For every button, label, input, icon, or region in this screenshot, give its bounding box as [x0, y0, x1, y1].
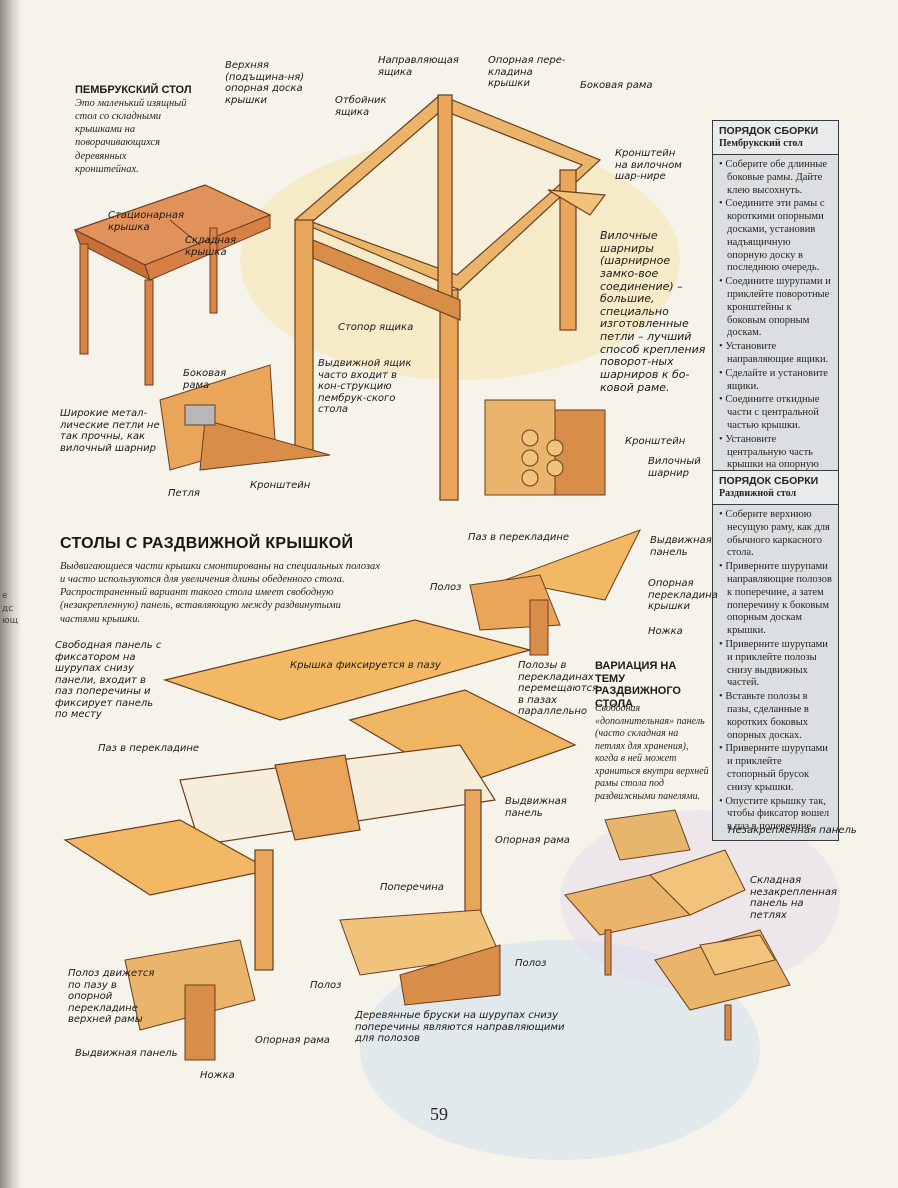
label-drawer-note: Выдвижной ящик часто входит в кон-струкц… — [318, 358, 412, 415]
label-wood-blocks: Деревянные бруски на шурупах снизу попер… — [355, 1010, 565, 1044]
label-slider: Полоз — [430, 582, 462, 593]
label-crossbar: Опорная пере-кладина крышки — [488, 55, 566, 89]
pembroke-frame-drawing — [293, 94, 607, 501]
label-top-board: Верхняя (подъщина-ня) опорная доска крыш… — [225, 60, 305, 106]
list-item: Приверните шурупами и приклейте полозы с… — [719, 639, 832, 690]
extending-table-drawing — [63, 619, 577, 971]
list-item: Опустите крышку так, чтобы фиксатор воше… — [719, 796, 832, 834]
label-free-panel: Свободная панель с фиксатором на шурупах… — [55, 640, 162, 720]
knuckle-joint-drawing — [484, 399, 606, 496]
label-support-rail: Опорная перекладина крышки — [648, 578, 718, 612]
label-drawer-guide: Направляющая ящика — [378, 55, 459, 78]
label-folding-top: Складная крышка — [185, 235, 237, 258]
label-groove-rail-2: Паз в перекладине — [98, 743, 200, 754]
page-number: 59 — [430, 1104, 448, 1124]
label-knuckle-bracket: Кронштейн на вилочном шар-нире — [615, 148, 682, 182]
label-side-frame-2: Боковая рама — [183, 368, 227, 391]
label-folding-panel: Складная незакрепленная панель на петлях — [750, 875, 837, 921]
assembly-box-pembroke-header: ПОРЯДОК СБОРКИ Пембрукский стол — [713, 121, 838, 155]
label-slider-2: Полоз — [310, 980, 342, 991]
label-knuckle: Вилочный шарнир — [648, 456, 701, 479]
pembroke-intro: Это маленький изящный стол со складными … — [75, 98, 187, 175]
list-item: Приверните шурупами направляющие полозов… — [719, 561, 832, 638]
assembly-box-pembroke: ПОРЯДОК СБОРКИ Пембрукский стол Соберите… — [712, 120, 839, 492]
variation-heading: ВАРИАЦИЯ НА ТЕМУ РАЗДВИЖНОГО СТОЛА — [595, 660, 681, 710]
label-top-fixed: Крышка фиксируется в пазу — [290, 660, 441, 671]
list-item: Соедините откидные части с центральной ч… — [719, 394, 832, 432]
list-item: Приверните шурупами и приклейте стопорны… — [719, 743, 832, 794]
label-slider-3: Полоз — [515, 958, 547, 969]
label-groove-rail: Паз в перекладине — [468, 532, 570, 543]
list-item: Соберите верхнюю несущую раму, как для о… — [719, 509, 832, 560]
hinge-detail-drawing — [159, 364, 331, 471]
list-item: Установите направляющие ящики. — [719, 341, 832, 367]
extending-intro: Выдвигающиеся части крышки смонтированы … — [60, 561, 380, 625]
label-sliders-move: Полозы в перекладинах перемещаются в паз… — [518, 660, 599, 717]
corner-detail-drawing — [124, 939, 256, 1061]
list-item: Вставьте полозы в пазы, сделанные в коро… — [719, 691, 832, 742]
variation-text: Свободная «дополнительная» панель (часто… — [595, 703, 709, 802]
variation-drawing — [564, 809, 791, 1041]
extending-heading: СТОЛЫ С РАЗДВИЖНОЙ КРЫШКОЙ — [60, 535, 354, 552]
label-bracket-2: Кронштейн — [625, 436, 686, 447]
crosspiece-detail-drawing — [339, 909, 501, 1006]
label-pull-panel-2: Выдвижная панель — [505, 796, 567, 819]
assembly-box-extending: ПОРЯДОК СБОРКИ Раздвижной стол Соберите … — [712, 470, 839, 841]
list-item: Соедините эти рамы с короткими опорными … — [719, 198, 832, 275]
label-knuckle-note: Вилочные шарниры (шарнирное замко-вое со… — [600, 229, 706, 394]
assembly-list-extending: Соберите верхнюю несущую раму, как для о… — [719, 509, 832, 834]
label-side-frame: Боковая рама — [580, 80, 653, 91]
label-fixed-top: Стационарная крышка — [108, 210, 185, 233]
pembroke-table-drawing — [73, 184, 272, 386]
label-leg: Ножка — [648, 626, 683, 637]
label-hinge: Петля — [168, 488, 200, 499]
label-drawer-stopper: Стопор ящика — [338, 322, 414, 333]
assembly-box-extending-header: ПОРЯДОК СБОРКИ Раздвижной стол — [713, 471, 838, 505]
label-crosspiece: Поперечина — [380, 882, 444, 893]
label-bracket: Кронштейн — [250, 480, 311, 491]
label-drawer-stop: Отбойник ящика — [335, 95, 387, 118]
label-slider-moves: Полоз движется по пазу в опорной перекла… — [68, 968, 155, 1025]
label-pull-panel: Выдвижная панель — [650, 535, 712, 558]
gutter-marks: е дс ющ — [2, 591, 19, 627]
label-support-frame-2: Опорная рама — [255, 1035, 330, 1046]
assembly-list-pembroke: Соберите обе длинные боковые рамы. Дайте… — [719, 159, 832, 485]
label-support-frame: Опорная рама — [495, 835, 570, 846]
label-leg-2: Ножка — [200, 1070, 235, 1081]
list-item: Соедините шурупами и приклейте поворотны… — [719, 276, 832, 340]
label-pull-panel-3: Выдвижная панель — [75, 1048, 178, 1059]
label-wide-hinges: Широкие метал-лические петли не так проч… — [60, 408, 160, 454]
book-gutter — [0, 0, 22, 1188]
list-item: Сделайте и установите ящики. — [719, 368, 832, 394]
runner-detail-drawing — [469, 529, 642, 656]
pembroke-heading: ПЕМБРУКСКИЙ СТОЛ — [75, 84, 192, 96]
list-item: Соберите обе длинные боковые рамы. Дайте… — [719, 159, 832, 197]
label-free-panel-variation: Незакрепленная панель — [728, 825, 857, 836]
